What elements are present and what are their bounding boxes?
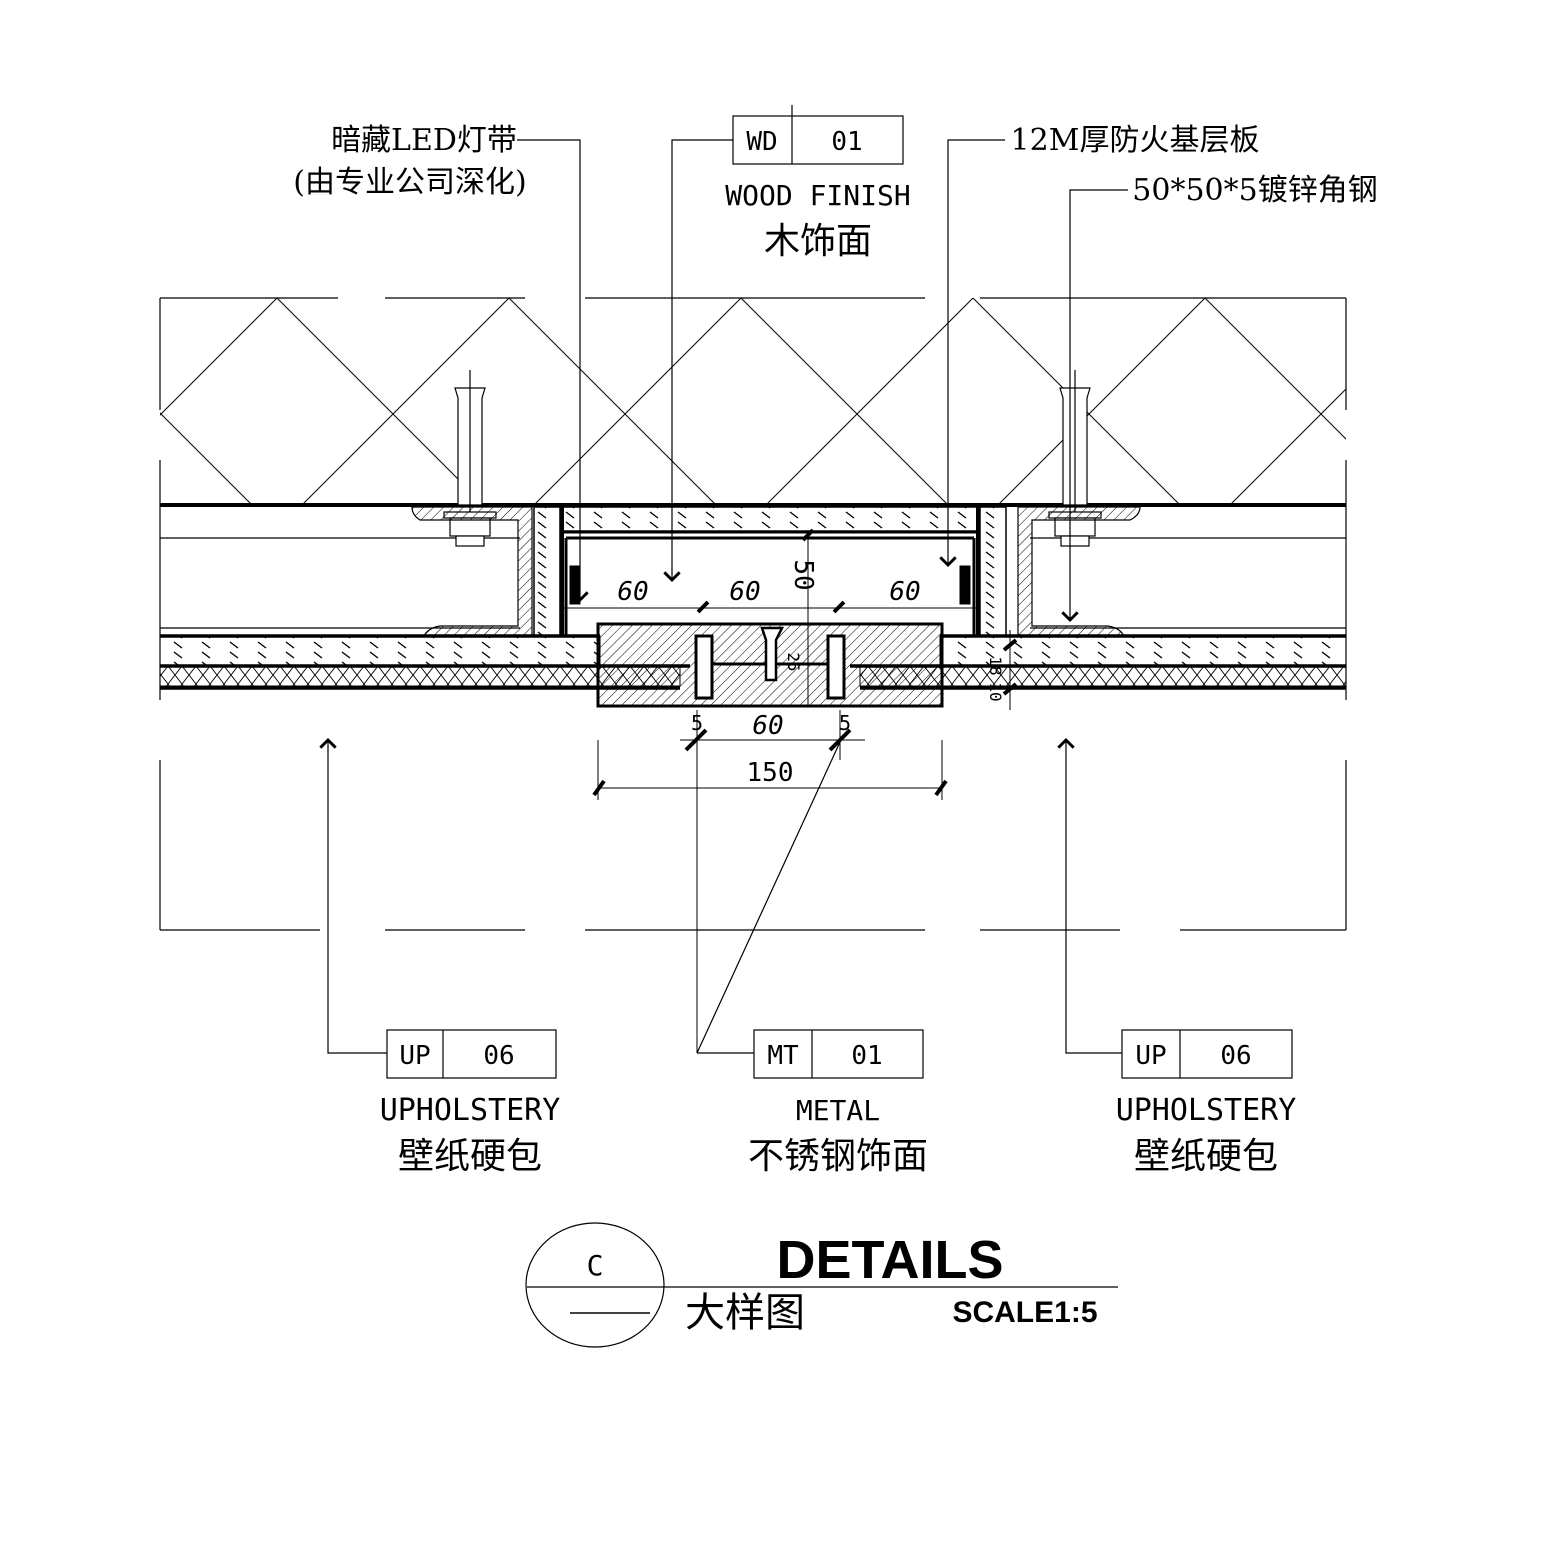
led-strip-note: (由专业公司深化) xyxy=(293,165,526,200)
tag-number: 06 xyxy=(483,1041,514,1071)
tag-code: MT xyxy=(767,1041,799,1071)
tag-number: 06 xyxy=(1220,1041,1251,1071)
title-block: C DETAILS 大样图 SCALE1:5 xyxy=(525,1222,1118,1348)
material-name-en: METAL xyxy=(796,1094,880,1127)
leader-lines xyxy=(319,105,1128,1054)
tag-code: UP xyxy=(399,1041,430,1071)
drawing-subtitle: 大样图 xyxy=(685,1290,805,1336)
dimension-label: 60 xyxy=(752,711,783,741)
tag-metal: MT 01 METAL 不锈钢饰面 xyxy=(748,1029,928,1177)
tag-wood-finish: WD 01 WOOD FINISH 木饰面 xyxy=(725,115,911,262)
tag-number: 01 xyxy=(851,1041,882,1071)
tag-upholstery-right: UP 06 UPHOLSTERY 壁纸硬包 xyxy=(1116,1029,1297,1177)
dimension-label: 60 xyxy=(617,577,648,607)
dimension-label: 150 xyxy=(747,758,794,788)
material-name-cn: 不锈钢饰面 xyxy=(748,1136,928,1177)
dimension-labels: 60 60 60 50 60 5 5 150 18 10 25 xyxy=(617,559,1005,788)
dimension-label: 60 xyxy=(889,577,920,607)
dimension-label: 5 xyxy=(839,711,851,735)
wall-panel-layers xyxy=(159,634,1347,690)
angle-steel-label: 50*50*5镀锌角钢 xyxy=(1132,173,1377,208)
dimension-label: 60 xyxy=(729,577,760,607)
detail-mark: C xyxy=(587,1249,604,1282)
material-name-en: UPHOLSTERY xyxy=(380,1093,561,1128)
material-name-cn: 壁纸硬包 xyxy=(1134,1136,1278,1177)
tag-code: UP xyxy=(1135,1041,1166,1071)
drawing-title: DETAILS xyxy=(777,1230,1004,1290)
dimension-label: 25 xyxy=(784,652,803,671)
wall-section xyxy=(159,297,1347,931)
drawing-scale: SCALE1:5 xyxy=(952,1296,1097,1329)
fireboard-label: 12M厚防火基层板 xyxy=(1011,123,1260,158)
tag-number: 01 xyxy=(831,127,862,157)
material-name-en: WOOD FINISH xyxy=(725,179,910,212)
material-name-cn: 木饰面 xyxy=(764,221,872,262)
dimension-label: 18 xyxy=(986,656,1005,675)
material-name-en: UPHOLSTERY xyxy=(1116,1093,1297,1128)
recessed-box xyxy=(533,506,1007,637)
dimension-label: 5 xyxy=(691,711,703,735)
tag-upholstery-left: UP 06 UPHOLSTERY 壁纸硬包 xyxy=(380,1029,561,1177)
dimension-lines xyxy=(560,528,1018,1053)
tag-code: WD xyxy=(746,127,777,157)
dimension-label: 50 xyxy=(788,559,818,590)
material-name-cn: 壁纸硬包 xyxy=(398,1136,542,1177)
dimension-label: 10 xyxy=(986,682,1005,701)
stainless-steel-trim xyxy=(596,622,944,708)
led-strip-label: 暗藏LED灯带 xyxy=(331,123,517,158)
